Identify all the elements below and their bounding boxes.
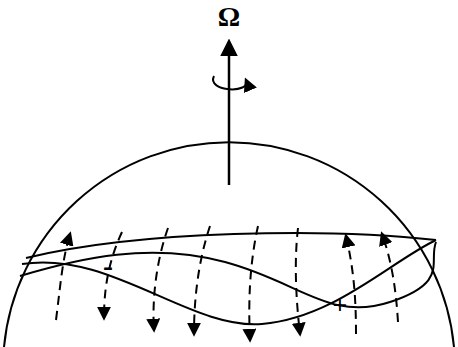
- flow-arrow: [346, 236, 356, 334]
- flow-arrow: [194, 226, 210, 334]
- wave-line: [20, 242, 436, 307]
- sign-label: +: [333, 293, 348, 319]
- flow-arrow: [249, 226, 258, 340]
- flow-arrow: [104, 232, 122, 318]
- flow-arrow: [296, 228, 300, 334]
- flow-arrow: [154, 228, 168, 330]
- rotation-symbol: Ω: [218, 3, 240, 31]
- band-line: [26, 233, 436, 258]
- wave-line: [22, 240, 436, 324]
- rotation-axis: [228, 42, 231, 185]
- sign-label: -: [103, 251, 113, 281]
- rotation-arrow: [213, 76, 246, 89]
- flow-arrow: [56, 234, 70, 320]
- flow-arrow: [382, 234, 398, 322]
